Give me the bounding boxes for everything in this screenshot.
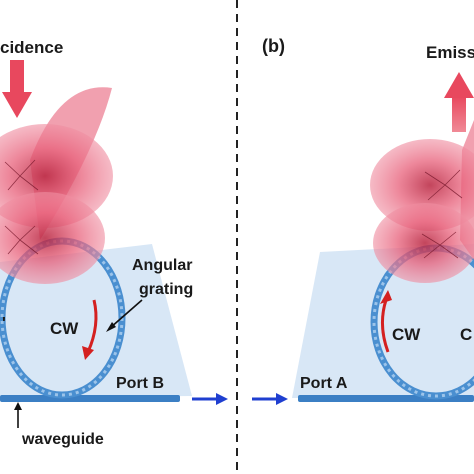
left-panel: cidence CW Angular grating ' Port B wave… [0, 38, 228, 448]
right-panel: (b) Emiss [252, 36, 474, 405]
cw-arrow-right [381, 299, 390, 353]
cw-arrowhead-right [380, 290, 392, 304]
port-b-arrow [192, 393, 228, 405]
emission-arrow [444, 72, 474, 132]
cw-label-left: CW [50, 319, 79, 338]
emission-label: Emiss [426, 43, 474, 62]
cw-arrow-left [86, 299, 98, 353]
cw-label-right: CW [392, 325, 421, 344]
panel-b-label: (b) [262, 36, 285, 56]
stray-label-left: ' [2, 315, 6, 332]
beam-lobes-right [370, 120, 474, 283]
grating-label-line2: grating [139, 281, 193, 298]
waveguide-label: waveguide [21, 431, 104, 448]
bus-waveguide-left [0, 395, 180, 402]
grating-pointer-line [109, 299, 143, 329]
port-b-label: Port B [116, 375, 164, 392]
cw-arrowhead-left [82, 346, 94, 360]
incidence-arrow [2, 60, 32, 118]
beam-lobes-left [0, 87, 113, 284]
port-a-label: Port A [300, 375, 348, 392]
waveguide-pointer-head [14, 402, 22, 410]
port-a-arrow [252, 393, 288, 405]
incidence-label: cidence [0, 38, 63, 57]
grating-pointer-head [106, 322, 116, 332]
cw-label-right-partial: C [460, 325, 472, 344]
grating-label-line1: Angular [132, 257, 192, 274]
